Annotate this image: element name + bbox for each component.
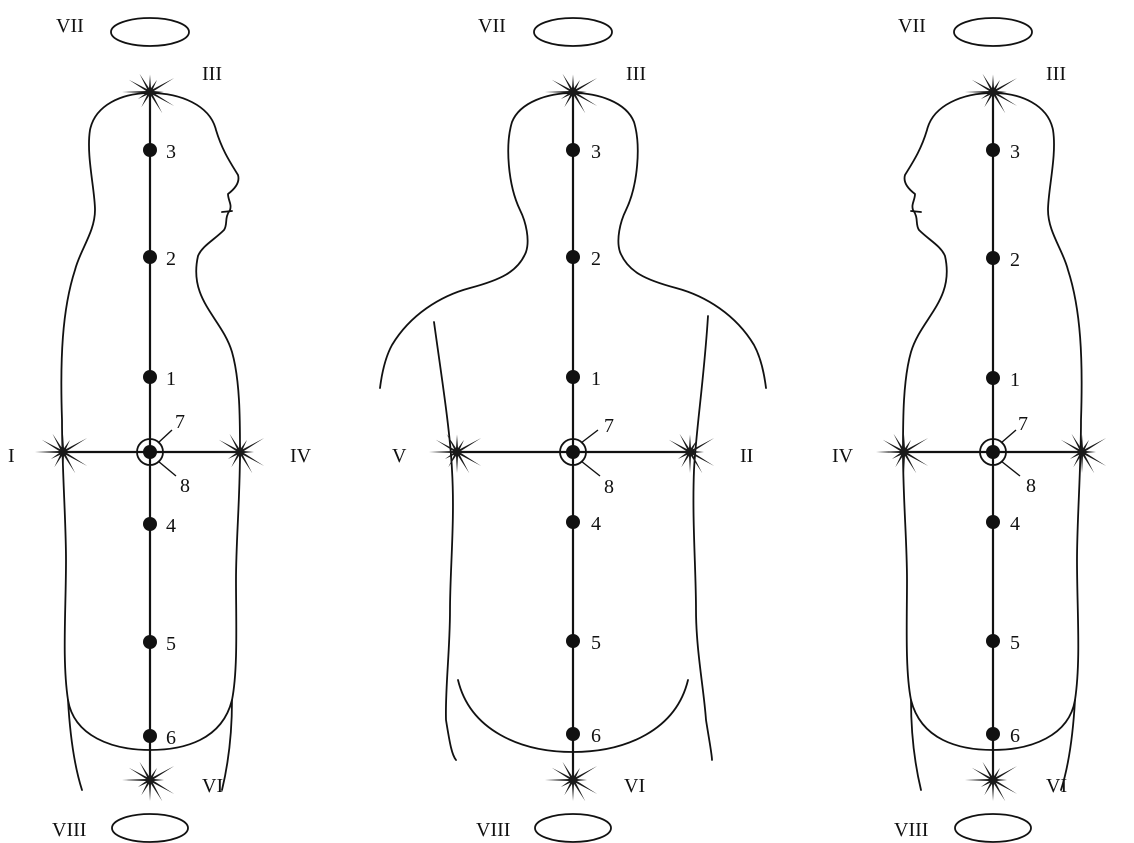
top-oval-label: VII bbox=[56, 15, 84, 37]
starburst-shape bbox=[876, 434, 928, 473]
point-2 bbox=[986, 251, 1000, 265]
bottom-oval bbox=[955, 814, 1031, 842]
point-5 bbox=[986, 634, 1000, 648]
point-label-4: 4 bbox=[166, 515, 176, 537]
center-label-7: 7 bbox=[604, 415, 614, 437]
point-label-3: 3 bbox=[166, 141, 176, 163]
bottom-oval bbox=[535, 814, 611, 842]
point-label-3: 3 bbox=[591, 141, 601, 163]
leader-7 bbox=[1001, 430, 1016, 443]
figure-right-profile: VII VIII III VI IV 3 2 1 4 5 6 7 8 bbox=[832, 15, 1106, 842]
top-star-label: III bbox=[626, 63, 646, 85]
chin-line bbox=[222, 211, 232, 212]
left-star bbox=[876, 434, 928, 473]
point-3 bbox=[143, 143, 157, 157]
point-4 bbox=[143, 517, 157, 531]
left-star-label: IV bbox=[832, 445, 854, 467]
starburst-shape bbox=[545, 762, 597, 801]
point-label-6: 6 bbox=[1010, 725, 1020, 747]
top-star-label: III bbox=[1046, 63, 1066, 85]
starburst-shape bbox=[965, 762, 1017, 801]
bottom-oval-label: VIII bbox=[894, 819, 928, 841]
top-oval bbox=[111, 18, 189, 46]
starburst-shape bbox=[35, 434, 87, 473]
point-label-6: 6 bbox=[166, 727, 176, 749]
center-label-8: 8 bbox=[604, 476, 614, 498]
bottom-oval bbox=[112, 814, 188, 842]
center-label-8: 8 bbox=[1026, 475, 1036, 497]
point-6 bbox=[566, 727, 580, 741]
point-5 bbox=[143, 635, 157, 649]
bottom-star-label: VI bbox=[202, 775, 223, 797]
leader-8 bbox=[1001, 461, 1020, 476]
starburst-shape bbox=[212, 434, 264, 473]
center-label-8: 8 bbox=[180, 475, 190, 497]
point-label-3: 3 bbox=[1010, 141, 1020, 163]
right-star-label: IV bbox=[290, 445, 312, 467]
point-4 bbox=[566, 515, 580, 529]
bottom-oval-label: VIII bbox=[52, 819, 86, 841]
right-star bbox=[212, 434, 264, 473]
left-star bbox=[35, 434, 87, 473]
bottom-star bbox=[122, 762, 174, 801]
right-star-label: II bbox=[740, 445, 753, 467]
chin-line bbox=[911, 211, 921, 212]
point-2 bbox=[566, 250, 580, 264]
point-label-1: 1 bbox=[166, 368, 176, 390]
point-label-2: 2 bbox=[166, 248, 176, 270]
point-label-2: 2 bbox=[591, 248, 601, 270]
point-1 bbox=[986, 371, 1000, 385]
point-5 bbox=[566, 634, 580, 648]
bottom-star bbox=[965, 762, 1017, 801]
point-4 bbox=[986, 515, 1000, 529]
bottom-star bbox=[545, 762, 597, 801]
top-oval-label: VII bbox=[478, 15, 506, 37]
point-label-1: 1 bbox=[591, 368, 601, 390]
center-label-7: 7 bbox=[1018, 413, 1028, 435]
leader-7 bbox=[158, 430, 172, 443]
top-star-label: III bbox=[202, 63, 222, 85]
figure-left-profile: VII VIII III VI I IV 3 2 1 4 5 6 7 8 bbox=[8, 15, 312, 842]
bottom-oval-label: VIII bbox=[476, 819, 510, 841]
leg-line-left bbox=[68, 700, 82, 790]
point-label-5: 5 bbox=[1010, 632, 1020, 654]
leader-8 bbox=[581, 461, 600, 476]
bottom-star-label: VI bbox=[1046, 775, 1067, 797]
leader-8 bbox=[158, 461, 176, 476]
point-label-4: 4 bbox=[1010, 513, 1020, 535]
left-star bbox=[429, 434, 481, 473]
point-label-5: 5 bbox=[166, 633, 176, 655]
left-star-label: V bbox=[392, 445, 407, 467]
bottom-star-label: VI bbox=[624, 775, 645, 797]
center-dot bbox=[566, 445, 580, 459]
point-1 bbox=[566, 370, 580, 384]
point-1 bbox=[143, 370, 157, 384]
point-6 bbox=[986, 727, 1000, 741]
figure-back-view: VII VIII III VI V II 3 2 1 4 5 6 7 8 bbox=[380, 15, 766, 842]
center-dot bbox=[986, 445, 1000, 459]
left-star-label: I bbox=[8, 445, 15, 467]
top-oval bbox=[954, 18, 1032, 46]
starburst-shape bbox=[429, 434, 481, 473]
point-3 bbox=[986, 143, 1000, 157]
leader-7 bbox=[581, 430, 598, 443]
top-oval bbox=[534, 18, 612, 46]
point-label-1: 1 bbox=[1010, 369, 1020, 391]
center-label-7: 7 bbox=[175, 411, 185, 433]
point-6 bbox=[143, 729, 157, 743]
right-star bbox=[662, 434, 714, 473]
point-3 bbox=[566, 143, 580, 157]
center-dot bbox=[143, 445, 157, 459]
point-2 bbox=[143, 250, 157, 264]
point-label-2: 2 bbox=[1010, 249, 1020, 271]
point-label-5: 5 bbox=[591, 632, 601, 654]
starburst-shape bbox=[662, 434, 714, 473]
starburst-shape bbox=[122, 762, 174, 801]
top-oval-label: VII bbox=[898, 15, 926, 37]
point-label-6: 6 bbox=[591, 725, 601, 747]
point-label-4: 4 bbox=[591, 513, 601, 535]
